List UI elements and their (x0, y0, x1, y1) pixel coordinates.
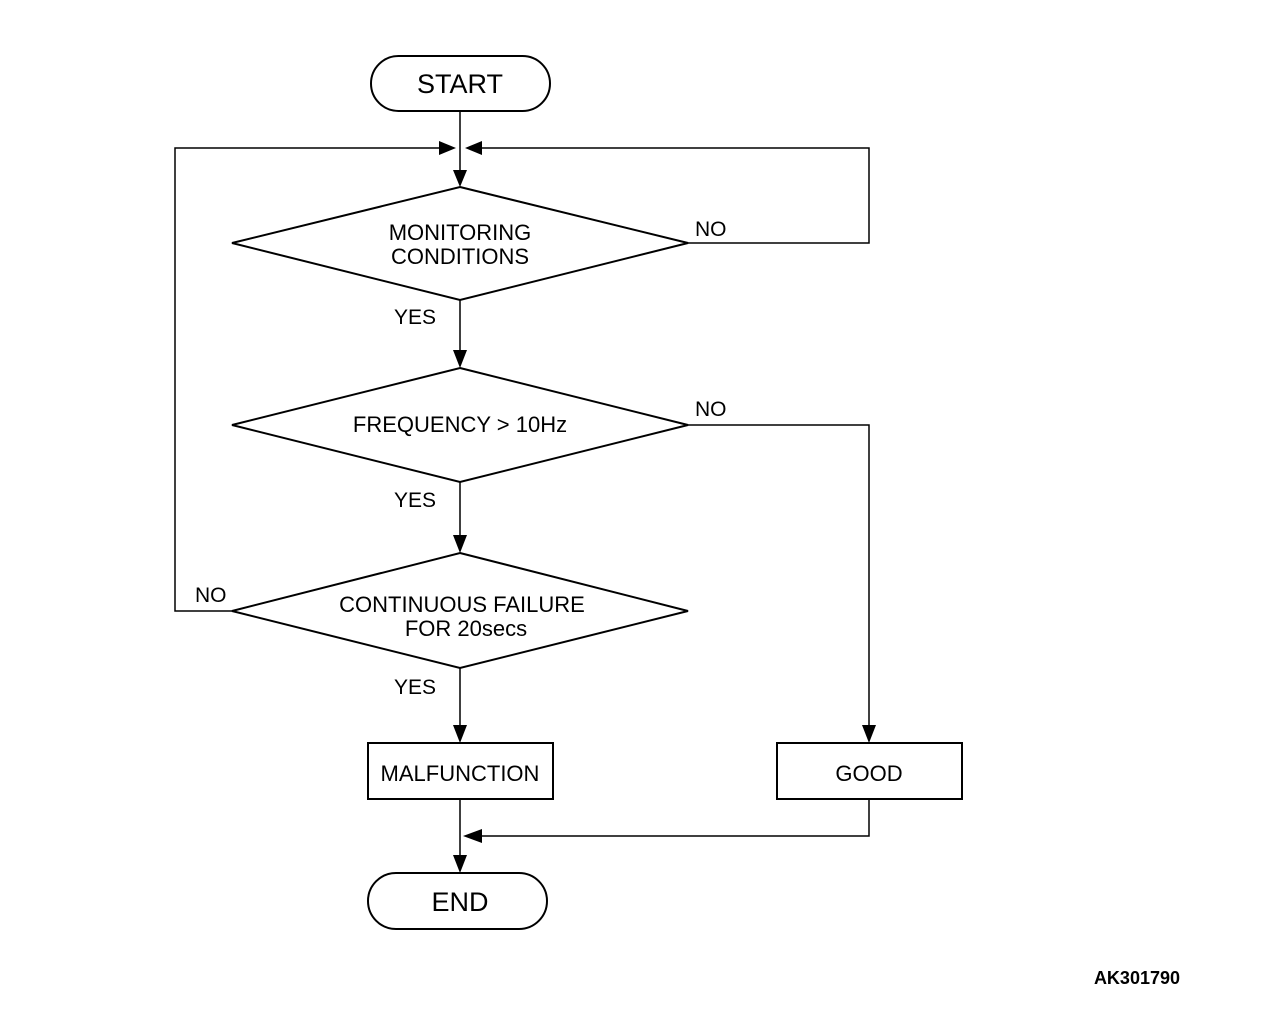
arrowhead-down-end (453, 855, 467, 873)
end-terminal: END (367, 872, 548, 930)
continuous-label-line1: CONTINUOUS FAILURE (339, 592, 585, 617)
monitoring-label-line2: CONDITIONS (391, 244, 529, 269)
connector-monitoring-no-loop (476, 147, 870, 244)
monitoring-label-line1: MONITORING (389, 220, 532, 245)
frequency-decision: FREQUENCY > 10Hz (231, 366, 689, 484)
arrowhead-right-left-loop (439, 141, 456, 155)
arrowhead-down-monitoring (453, 170, 467, 187)
monitoring-no-label: NO (695, 218, 727, 241)
start-label: START (417, 69, 503, 99)
good-label: GOOD (835, 761, 902, 786)
arrowhead-down-continuous (453, 535, 467, 553)
start-terminal: START (370, 55, 551, 112)
arrowheads (439, 141, 876, 873)
arrowhead-left-right-loop (465, 141, 482, 155)
monitoring-yes-label: YES (394, 306, 436, 329)
connector-good-to-end (476, 799, 870, 837)
arrowhead-down-frequency (453, 350, 467, 368)
edge-labels: NO YES NO YES NO YES (195, 218, 727, 699)
continuous-failure-decision: CONTINUOUS FAILURE FOR 20secs (231, 551, 689, 670)
connector-continuous-no-loop (174, 147, 445, 612)
good-box: GOOD (776, 742, 963, 800)
frequency-no-label: NO (695, 398, 727, 421)
figure-code: AK301790 (1094, 968, 1180, 988)
malfunction-label: MALFUNCTION (381, 761, 540, 786)
connector-frequency-no (688, 424, 870, 730)
end-label: END (431, 887, 488, 917)
malfunction-box: MALFUNCTION (367, 742, 554, 800)
continuous-label-line2: FOR 20secs (405, 616, 527, 641)
connectors (174, 111, 870, 861)
frequency-yes-label: YES (394, 489, 436, 512)
arrowhead-down-malfunction (453, 725, 467, 743)
arrowhead-down-good (862, 725, 876, 743)
monitoring-conditions-decision: MONITORING CONDITIONS (231, 185, 689, 302)
continuous-yes-label: YES (394, 676, 436, 699)
arrowhead-left-good-return (463, 829, 482, 843)
continuous-no-label: NO (195, 584, 227, 607)
frequency-label: FREQUENCY > 10Hz (353, 412, 567, 437)
